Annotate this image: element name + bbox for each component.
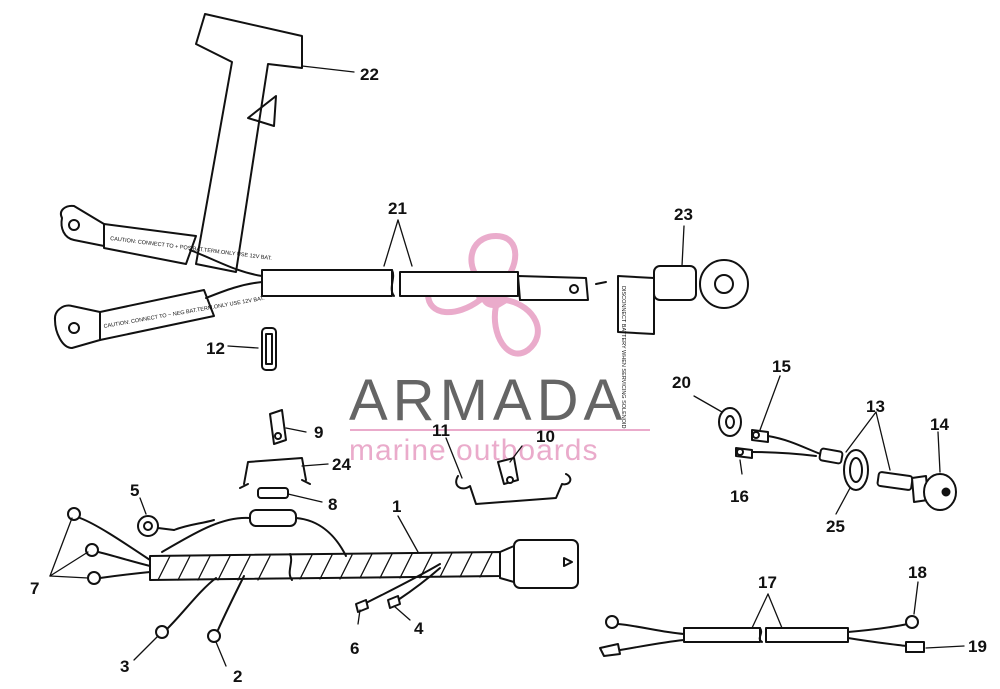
callout-6: 6 (350, 639, 359, 658)
callout-1: 1 (392, 497, 401, 516)
part-24-retainer (239, 457, 311, 489)
callout-5: 5 (130, 481, 139, 500)
callout-11: 11 (432, 421, 450, 440)
part-10-bracket (497, 457, 519, 485)
callout-12: 12 (206, 339, 225, 358)
callout-25: 25 (826, 517, 845, 536)
callout-18: 18 (908, 563, 927, 582)
callout-24: 24 (332, 455, 351, 474)
callout-16: 16 (730, 487, 749, 506)
disconnect-tag: DISCONNECT BATTERY WHEN SERVICING SOLENO… (620, 286, 626, 429)
callout-3: 3 (120, 657, 129, 676)
callout-14: 14 (930, 415, 949, 434)
part-22-caution-tag (195, 13, 303, 273)
watermark-tagline: marine outboards (349, 434, 598, 467)
callout-2: 2 (233, 667, 242, 686)
callout-8: 8 (328, 495, 337, 514)
callout-20: 20 (672, 373, 691, 392)
callout-13: 13 (866, 397, 885, 416)
leader-lines (49, 65, 965, 667)
callout-22: 22 (360, 65, 379, 84)
arrow-marker-icon (563, 557, 573, 567)
warning-triangle-icon (247, 95, 277, 127)
watermark-brand: ARMADA (349, 368, 627, 433)
callout-4: 4 (414, 619, 424, 638)
callout-23: 23 (674, 205, 693, 224)
part-9-clip (269, 409, 287, 445)
callout-7: 7 (30, 579, 39, 598)
callout-labels: 1 2 3 4 5 6 7 8 9 10 11 12 13 14 15 16 1… (30, 65, 987, 686)
part-15-16-leads (735, 429, 844, 465)
part-12-grommet (261, 327, 277, 371)
part-23-terminal-cap: DISCONNECT BATTERY WHEN SERVICING SOLENO… (617, 259, 749, 429)
part-14-ignition-switch (876, 471, 957, 511)
callout-9: 9 (314, 423, 323, 442)
part-20-washer (718, 407, 742, 437)
part-11-spring-clip (455, 473, 572, 505)
callout-15: 15 (772, 357, 791, 376)
part-25-nut (843, 449, 869, 491)
part-8-fuse (257, 487, 289, 499)
callout-19: 19 (968, 637, 987, 656)
callout-17: 17 (758, 573, 777, 592)
armada-watermark: ARMADA marine outboards (349, 232, 650, 467)
part-17-cable (599, 615, 925, 657)
callout-10: 10 (536, 427, 555, 446)
callout-21: 21 (388, 199, 407, 218)
part-21-battery-cables: CAUTION: CONNECT TO + POS BAT.TERM.ONLY … (53, 204, 607, 349)
part-1-main-harness (67, 507, 579, 643)
